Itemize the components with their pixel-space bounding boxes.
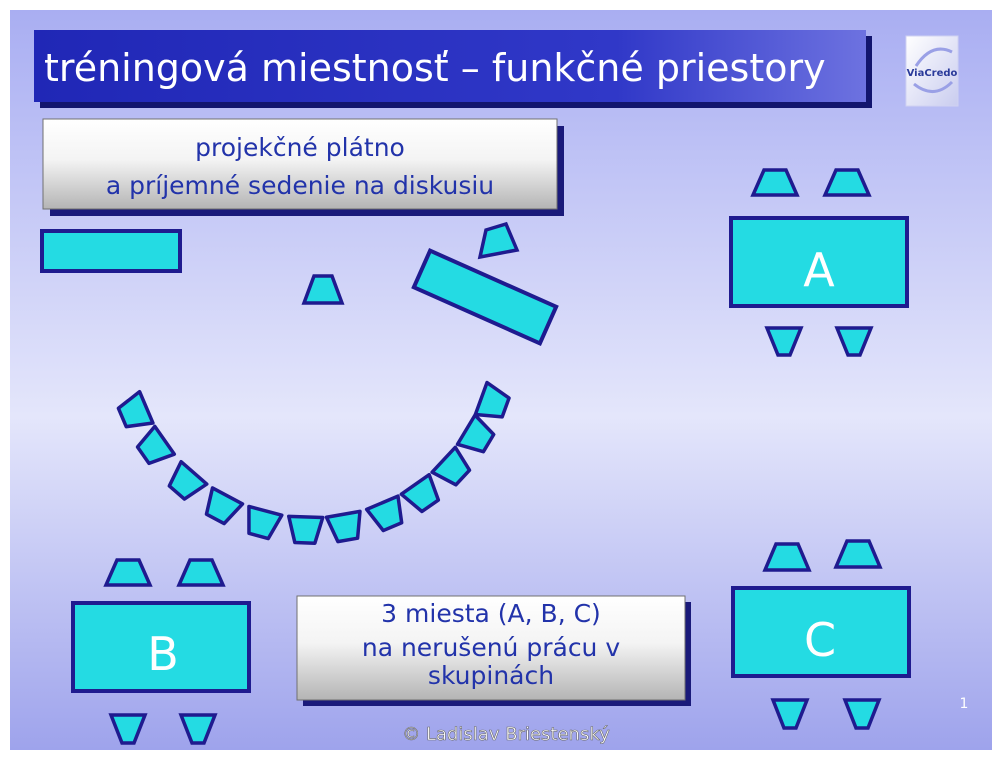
arc-chair — [135, 424, 177, 466]
discussion-table-chair — [477, 221, 520, 260]
title-bar: tréningová miestnosť – funkčné priestory — [34, 30, 872, 108]
info-box-2-line3: skupinách — [428, 661, 554, 690]
arc-chair — [204, 486, 245, 526]
discussion-table — [411, 248, 559, 346]
info-box-1-line1: projekčné plátno — [195, 133, 405, 162]
page-number: 1 — [960, 696, 969, 712]
arc-chair — [324, 509, 362, 544]
presenter-chair — [301, 274, 345, 305]
chair-b-bottom-1 — [108, 713, 148, 745]
arc-chair — [287, 514, 325, 545]
viacredo-logo: ViaCredo — [905, 35, 959, 107]
chair-a-top-2 — [822, 168, 872, 197]
chair-c-top-2 — [833, 539, 883, 569]
arc-chair — [430, 445, 472, 487]
info-box-2-line1: 3 miesta (A, B, C) — [381, 599, 601, 628]
arc-chair — [364, 494, 404, 533]
chair-c-top-1 — [762, 542, 812, 572]
table-a-label: A — [803, 243, 835, 297]
chair-c-bottom-2 — [842, 698, 882, 730]
chair-b-bottom-2 — [178, 713, 218, 745]
table-a — [729, 216, 909, 308]
info-box-2-line2: na nerušenú prácu v — [362, 633, 621, 662]
arc-chair — [247, 504, 284, 541]
chair-a-bottom-1 — [764, 326, 804, 357]
table-group-b: B — [71, 558, 251, 745]
arc-chair — [116, 389, 155, 429]
table-group-a: A — [729, 168, 909, 357]
table-b-label: B — [147, 627, 179, 681]
chair-b-top-2 — [176, 558, 226, 587]
chair-c-bottom-1 — [770, 698, 810, 730]
logo-text: ViaCredo — [907, 68, 958, 79]
semicircle-seating — [116, 380, 511, 545]
copyright: © Ladislav Briestenský — [402, 724, 610, 745]
chair-b-top-1 — [103, 558, 153, 587]
table-group-c: C — [731, 539, 911, 730]
arc-chair — [473, 380, 511, 419]
table-b — [71, 601, 251, 693]
arc-chair — [167, 459, 209, 501]
chair-a-bottom-2 — [834, 326, 874, 357]
info-box-1-line2: a príjemné sedenie na diskusiu — [106, 171, 494, 200]
arc-chair — [455, 413, 496, 454]
table-c-label: C — [804, 613, 836, 667]
info-box-groups: 3 miesta (A, B, C) na nerušenú prácu v s… — [296, 595, 691, 706]
info-box-projection: projekčné plátno a príjemné sedenie na d… — [42, 118, 564, 216]
arc-chair — [399, 472, 441, 514]
projection-screen — [40, 229, 182, 273]
slide-title: tréningová miestnosť – funkčné priestory — [44, 46, 826, 90]
chair-a-top-1 — [750, 168, 800, 197]
table-c — [731, 586, 911, 678]
